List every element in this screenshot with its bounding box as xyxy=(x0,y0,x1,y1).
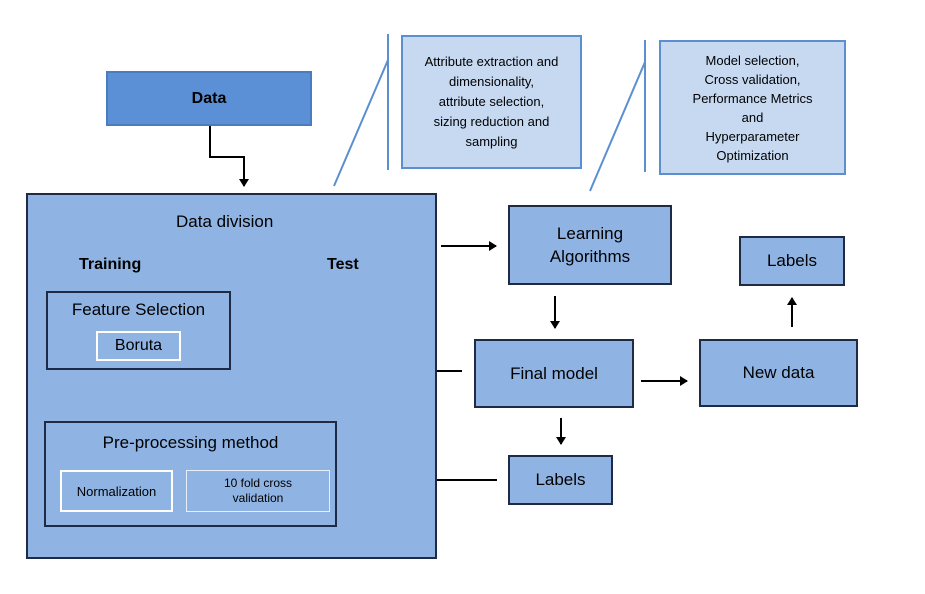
callout-2-line-2: Cross validation, xyxy=(704,71,801,87)
preprocessing-label: Pre-processing method xyxy=(102,433,279,452)
callout-2-line-4: and xyxy=(741,109,764,125)
callout-model-selection: Model selection, Cross validation, Perfo… xyxy=(659,40,846,175)
arrow-data-to-panel xyxy=(209,126,249,187)
callout-2-leader xyxy=(589,61,646,192)
callout-attribute-extraction: Attribute extraction and dimensionality,… xyxy=(401,35,582,169)
data-division-label: Data division xyxy=(176,212,274,231)
callout-2-line-6: Optimization xyxy=(716,147,789,163)
callout-2-line-1: Model selection, xyxy=(705,52,800,68)
preprocessing-box: Pre-processing method Normalization 10 f… xyxy=(44,421,337,527)
labels-top-label: Labels xyxy=(766,251,818,270)
callout-1-line-5: sampling xyxy=(465,134,518,149)
feature-selection-box: Feature Selection Boruta xyxy=(46,291,231,370)
feature-selection-label: Feature Selection xyxy=(71,300,206,319)
normalization-label: Normalization xyxy=(76,483,157,499)
cross-validation-box: 10 fold cross validation xyxy=(186,470,330,512)
callout-1-line-2: dimensionality, xyxy=(448,74,535,89)
learning-algorithms-line-2: Algorithms xyxy=(549,247,631,266)
labels-bottom-box: Labels xyxy=(508,455,613,505)
callout-1-line-4: sizing reduction and xyxy=(433,114,550,129)
data-box-label: Data xyxy=(191,89,227,107)
learning-algorithms-box: Learning Algorithms xyxy=(508,205,672,285)
labels-bottom-label: Labels xyxy=(535,470,586,489)
boruta-box: Boruta xyxy=(96,331,181,361)
normalization-box: Normalization xyxy=(60,470,173,512)
new-data-box: New data xyxy=(699,339,858,407)
boruta-label: Boruta xyxy=(114,337,163,354)
callout-1-line-1: Attribute extraction and xyxy=(424,54,559,69)
test-label: Test xyxy=(327,256,359,273)
new-data-label: New data xyxy=(742,363,815,382)
training-label: Training xyxy=(79,256,142,273)
final-model-label: Final model xyxy=(510,363,598,383)
labels-top-box: Labels xyxy=(739,236,845,286)
callout-2-line-3: Performance Metrics xyxy=(692,90,813,106)
callout-1-line-3: attribute selection, xyxy=(438,94,545,109)
callout-1-leader xyxy=(333,59,389,187)
learning-algorithms-line-1: Learning xyxy=(556,224,624,243)
callout-2-line-5: Hyperparameter xyxy=(705,128,800,144)
final-model-box: Final model xyxy=(474,339,634,408)
data-box: Data xyxy=(106,71,312,126)
cross-validation-label: 10 fold cross validation xyxy=(223,476,293,505)
